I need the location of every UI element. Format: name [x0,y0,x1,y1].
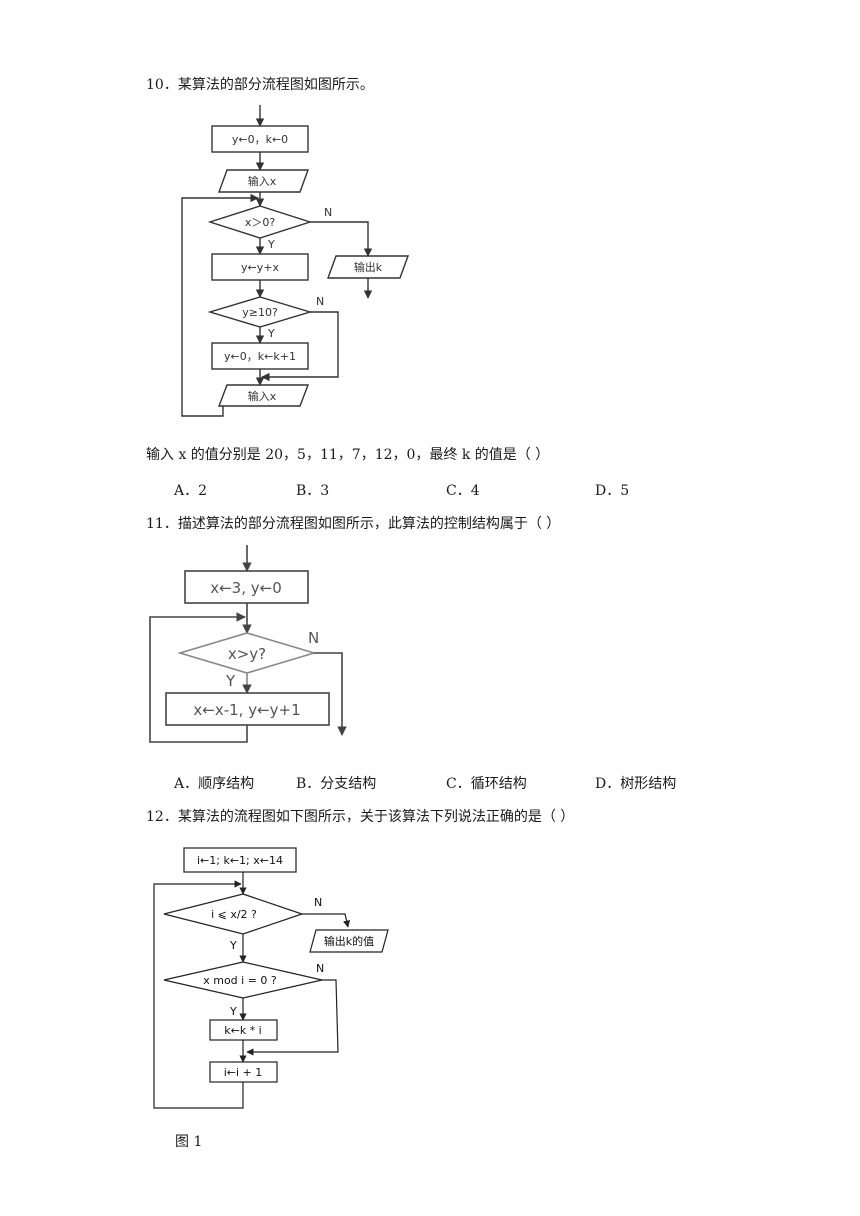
q12-y2-label: Y [229,1005,237,1018]
q12-figure-caption: 图 1 [175,1134,203,1150]
q10-assign-text: y←y+x [241,261,279,274]
q10-stem: 10．某算法的部分流程图如图所示。 [146,77,374,93]
q12-cond2-text: x mod i = 0 ? [203,974,277,987]
q10-y2-label: Y [267,327,275,340]
q10-n1-label: N [324,206,332,219]
q10-option-b[interactable]: B．3 [296,483,330,499]
q11-y-label: Y [225,672,236,690]
q11-init-text: x←3, y←0 [210,579,282,597]
q10-input1-text: 输入x [248,174,277,188]
q10-option-a[interactable]: A．2 [174,483,208,499]
q12-inc-text: i←i + 1 [224,1066,263,1079]
q10-input-box-1 [218,169,309,193]
q11-cond-text: x>y? [228,645,266,663]
q12-init-box [183,847,297,873]
q12-n1-label: N [314,896,322,909]
q10-output-text: 输出k [354,260,383,274]
q11-option-c[interactable]: C．循环结构 [446,776,527,792]
q12-stem: 12．某算法的流程图如下图所示，关于该算法下列说法正确的是（ ） [146,809,575,825]
q10-option-d[interactable]: D．5 [595,483,630,499]
q11-option-d[interactable]: D．树形结构 [595,776,677,792]
q10-y1-label: Y [267,238,275,251]
q12-output-text: 输出k的值 [324,934,374,948]
q11-option-b[interactable]: B．分支结构 [296,776,377,792]
q11-body-text: x←x-1, y←y+1 [193,701,300,719]
q10-flowchart: y←0，k←0 输入x x＞0? N Y 输出k y←y+x y≥10? N Y… [181,105,409,417]
q10-input-box-2 [217,384,310,407]
q10-init-text: y←0，k←0 [232,133,288,146]
q11-flowchart: x←3, y←0 x>y? N Y x←x-1, y←y+1 [149,545,347,743]
q12-flowchart: i←1; k←1; x←14 i ⩽ x/2 ? N Y 输出k的值 x mod… [153,847,389,1109]
q12-output-box [309,929,389,953]
q10-n2-label: N [316,295,324,308]
q10-input2-text: 输入x [248,389,277,403]
q10-cond1-text: x＞0? [245,216,276,229]
q12-mult-text: k←k * i [224,1024,262,1037]
q10-reset-text: y←0，k←k+1 [224,350,296,363]
q12-cond1-text: i ⩽ x/2 ? [211,908,257,921]
q12-n2-label: N [316,962,324,975]
q10-output-box [327,255,409,279]
q11-option-a[interactable]: A．顺序结构 [174,776,255,792]
q10-option-c[interactable]: C．4 [446,483,480,499]
q12-init-text: i←1; k←1; x←14 [197,854,283,867]
q12-y1-label: Y [229,939,237,952]
q11-stem: 11．描述算法的部分流程图如图所示，此算法的控制结构属于（ ） [146,516,561,532]
q10-sub-question: 输入 x 的值分别是 20，5，11，7，12，0，最终 k 的值是（ ） [146,447,550,463]
q11-n-label: N [308,629,319,647]
q10-cond2-text: y≥10? [242,306,278,319]
